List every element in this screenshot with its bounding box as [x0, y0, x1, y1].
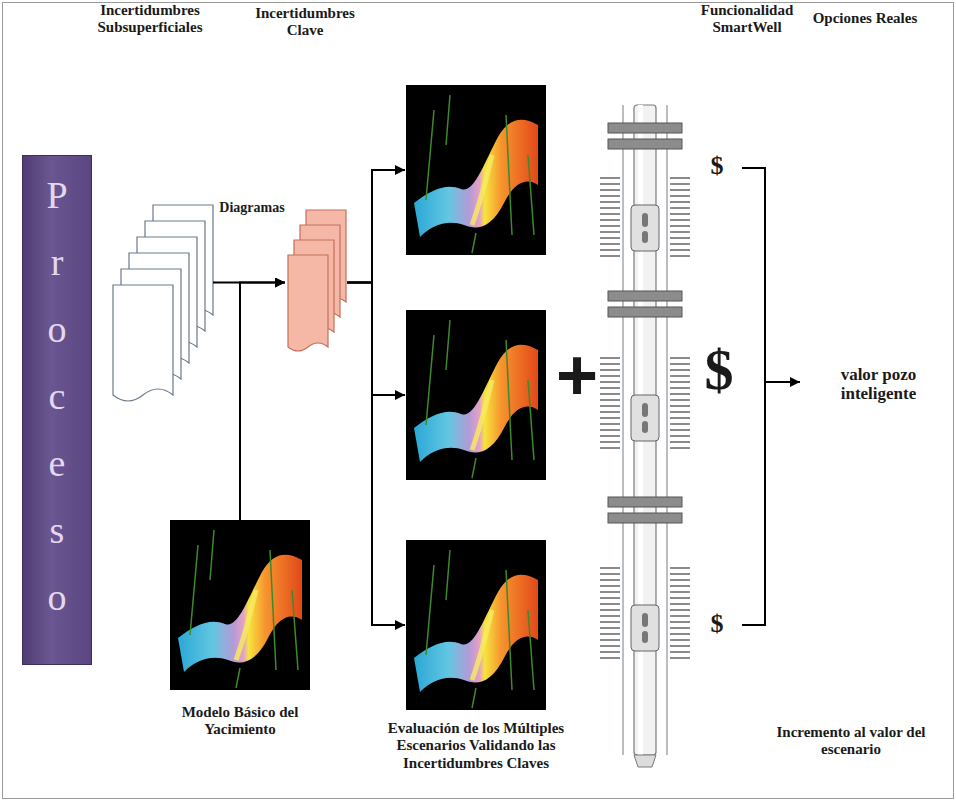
node-heading: Modelo Básico del Yacimiento: [160, 704, 320, 739]
node-heading: Evaluación de los Múltiples Escenarios V…: [376, 720, 576, 772]
caption-label: Incremento al valor del escenario: [765, 724, 937, 757]
flow-connector: [347, 283, 405, 626]
dollar-sign: $: [693, 338, 745, 402]
flow-connector: [347, 283, 405, 396]
scenario-model: [405, 310, 548, 480]
node-heading: Incertidumbres Clave: [240, 5, 370, 40]
result-label: valor pozo inteligente: [806, 366, 951, 403]
dollar-sign: $: [700, 152, 734, 181]
process-band: Proceso: [22, 155, 92, 665]
plus-sign: +: [552, 336, 602, 415]
node-heading: Funcionalidad SmartWell: [692, 2, 802, 37]
node-heading: Incertidumbres Subsuperficiales: [65, 2, 235, 37]
scenario-model: [405, 85, 548, 255]
edge-label: Diagramas: [212, 200, 292, 215]
smartwell-illustration: Funcionalidad SmartWell: [590, 105, 700, 767]
column-heading: Opciones Reales: [800, 10, 930, 27]
band-text: Proceso: [46, 162, 69, 631]
scenario-model: Evaluación de los Múltiples Escenarios V…: [405, 540, 548, 710]
dollar-sign: $: [700, 610, 734, 639]
reservoir-model: Modelo Básico del Yacimiento: [170, 520, 310, 690]
flow-connector: [240, 283, 285, 521]
document-stack: Incertidumbres Clave: [285, 205, 347, 360]
flow-connector: [347, 170, 405, 283]
document-stack: Incertidumbres Subsuperficiales: [108, 200, 213, 415]
